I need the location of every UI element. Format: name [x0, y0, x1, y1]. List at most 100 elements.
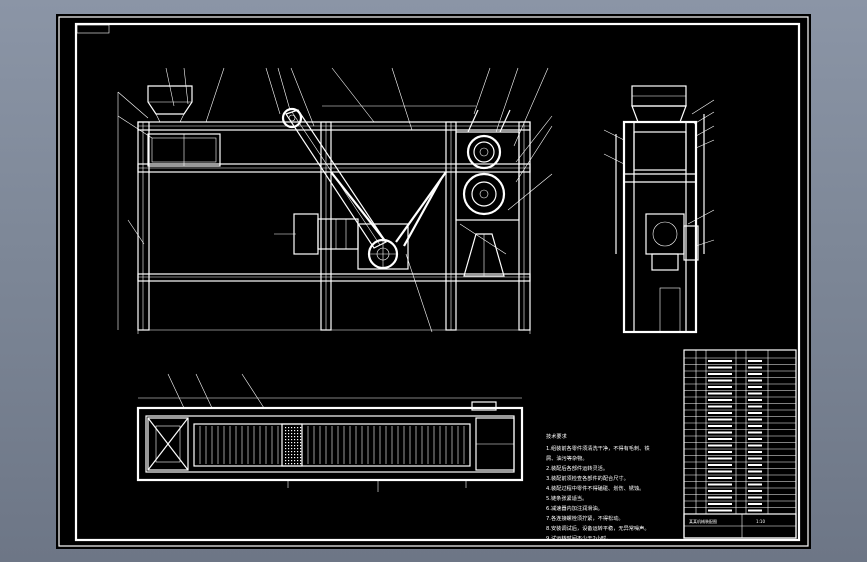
parts-entry [748, 418, 762, 421]
mesh-dot [285, 457, 287, 459]
parts-entry [748, 464, 762, 466]
parts-entry [708, 392, 732, 395]
mesh-dot [294, 463, 296, 465]
mesh-dot [300, 433, 302, 435]
parts-entry [748, 373, 762, 375]
parts-entry [708, 418, 732, 421]
mesh-dot [288, 460, 290, 462]
mesh-dot [300, 454, 302, 456]
mesh-dot [285, 427, 287, 429]
conveyor-slats [199, 426, 465, 464]
front-view [117, 67, 553, 334]
parts-entry [748, 386, 762, 388]
mesh-dot [297, 451, 299, 453]
mesh-dot [297, 457, 299, 459]
parts-entry [748, 483, 762, 486]
note-line: 6.减速器内加注润滑油。 [546, 504, 603, 512]
support-stand [463, 233, 505, 277]
outer-border [58, 16, 809, 547]
parts-entry [708, 444, 732, 447]
slat-area [193, 423, 471, 467]
upper-right-pulley [466, 134, 502, 170]
parts-entry [708, 399, 732, 401]
parts-entry [748, 360, 762, 362]
parts-entry [708, 490, 732, 492]
mesh-dot [285, 448, 287, 450]
mesh-dot [294, 460, 296, 462]
mesh-dot [297, 430, 299, 432]
mesh-dot [294, 436, 296, 438]
mesh-dot [294, 442, 296, 444]
mesh-dot [291, 463, 293, 465]
mesh-dot [291, 454, 293, 456]
mesh-dot [294, 448, 296, 450]
mesh-dot [288, 451, 290, 453]
mesh-dot [300, 427, 302, 429]
mesh-dot [297, 445, 299, 447]
parts-entry [748, 477, 762, 479]
leg-right [518, 121, 531, 331]
mesh-dot [297, 463, 299, 465]
parts-entry [748, 496, 762, 499]
lower-right-pulley [462, 172, 506, 216]
parts-entry [748, 366, 762, 369]
mesh-dot [288, 430, 290, 432]
mesh-dot [300, 460, 302, 462]
mesh-dot [288, 454, 290, 456]
mesh-dot [291, 460, 293, 462]
mesh-pattern [285, 427, 302, 465]
parts-entry [708, 425, 732, 427]
parts-entry [748, 444, 762, 447]
note-line: 8.安装调试后，设备运转平稳，无异常噪声。 [546, 524, 650, 532]
mesh-dot [285, 460, 287, 462]
mesh-dot [291, 442, 293, 444]
mesh-dot [285, 439, 287, 441]
parts-entry [708, 412, 732, 414]
top-hopper [147, 417, 189, 471]
mesh-dot [300, 463, 302, 465]
mesh-dot [291, 430, 293, 432]
cad-drawing: 技术要求 1.组装前各零件须清洗干净，不得有毛刺、铁屑、油污等杂物。2.装配后各… [58, 16, 809, 547]
parts-entry [748, 425, 762, 427]
note-line: 5.链条张紧适当。 [546, 494, 587, 502]
parts-entry [748, 438, 762, 440]
parts-entry [708, 457, 732, 460]
note-line: 屑、油污等杂物。 [546, 454, 588, 462]
mesh-dot [288, 436, 290, 438]
mesh-dot [285, 430, 287, 432]
parts-entry [708, 509, 732, 512]
parts-entry [708, 483, 732, 486]
mesh-dot [300, 445, 302, 447]
parts-entry [748, 457, 762, 460]
mesh-dot [285, 463, 287, 465]
notes-title: 技术要求 [546, 432, 568, 440]
mesh-dot [288, 433, 290, 435]
parts-entry [708, 496, 732, 499]
mesh-dot [297, 433, 299, 435]
side-leaders [603, 99, 715, 247]
note-line: 4.装配过程中零件不得磕碰、划伤、锈蚀。 [546, 484, 644, 492]
mesh-dot [297, 439, 299, 441]
parts-entry [748, 490, 762, 492]
mesh-dot [297, 436, 299, 438]
mesh-dot [291, 433, 293, 435]
parts-entry [708, 405, 732, 408]
mesh-dot [297, 427, 299, 429]
mesh-panel [281, 423, 303, 467]
mesh-dot [288, 445, 290, 447]
mesh-dot [300, 439, 302, 441]
top-view-frame [136, 406, 524, 482]
top-leaders [167, 373, 265, 409]
mesh-dot [288, 457, 290, 459]
side-motor [645, 213, 685, 255]
motor [293, 213, 319, 255]
right-frame-box [455, 131, 520, 221]
parts-entry [748, 412, 762, 414]
mesh-dot [285, 433, 287, 435]
mesh-dot [300, 451, 302, 453]
mesh-dot [288, 439, 290, 441]
mesh-dot [300, 430, 302, 432]
side-view [603, 85, 715, 334]
mesh-dot [288, 427, 290, 429]
